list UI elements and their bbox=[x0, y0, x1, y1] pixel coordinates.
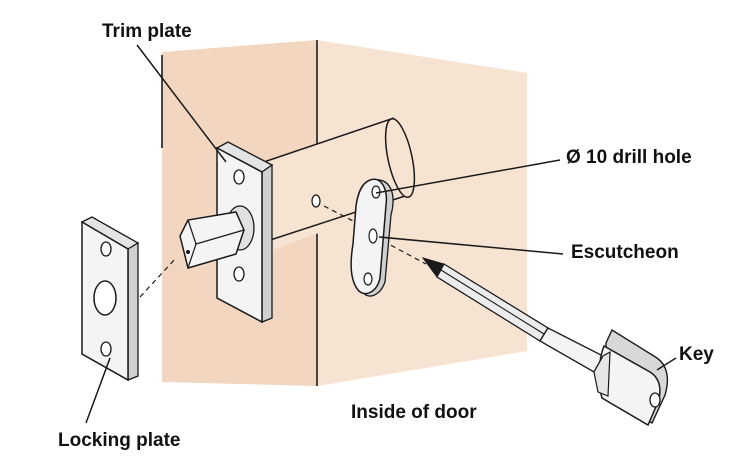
locking-plate-label: Locking plate bbox=[58, 430, 181, 451]
trim-plate-top-screw bbox=[233, 169, 245, 185]
key-collar bbox=[539, 327, 604, 373]
trim-plate-label: Trim plate bbox=[102, 21, 192, 42]
key-label: Key bbox=[679, 344, 714, 365]
drill-hole-label: Ø 10 drill hole bbox=[566, 147, 692, 168]
key-part bbox=[421, 257, 669, 427]
leader-escutcheon bbox=[378, 236, 564, 255]
leader-key bbox=[656, 357, 677, 371]
locking-plate-bolt-hole bbox=[93, 280, 117, 316]
key-ring-hole bbox=[649, 392, 661, 408]
drill-hole-mark bbox=[311, 194, 321, 208]
bolt-body bbox=[240, 118, 410, 258]
bolt-head bbox=[179, 205, 255, 269]
leader-lines bbox=[85, 44, 677, 424]
escutcheon-key-hole bbox=[368, 228, 378, 244]
inside-of-door-label: Inside of door bbox=[351, 402, 477, 423]
leader-drill-hole bbox=[375, 159, 561, 194]
leader-locking-plate bbox=[85, 357, 111, 424]
trim-plate-bottom-screw bbox=[233, 266, 245, 282]
bolt-end-cap bbox=[384, 118, 416, 198]
locking-plate-bottom-screw bbox=[100, 341, 112, 357]
leader-trim-plate bbox=[136, 44, 227, 163]
trim-plate-part bbox=[215, 141, 274, 324]
escutcheon-part bbox=[350, 178, 394, 297]
locking-plate-top-screw bbox=[100, 241, 112, 257]
escutcheon-label: Escutcheon bbox=[571, 242, 679, 263]
locking-plate-part bbox=[80, 216, 140, 382]
